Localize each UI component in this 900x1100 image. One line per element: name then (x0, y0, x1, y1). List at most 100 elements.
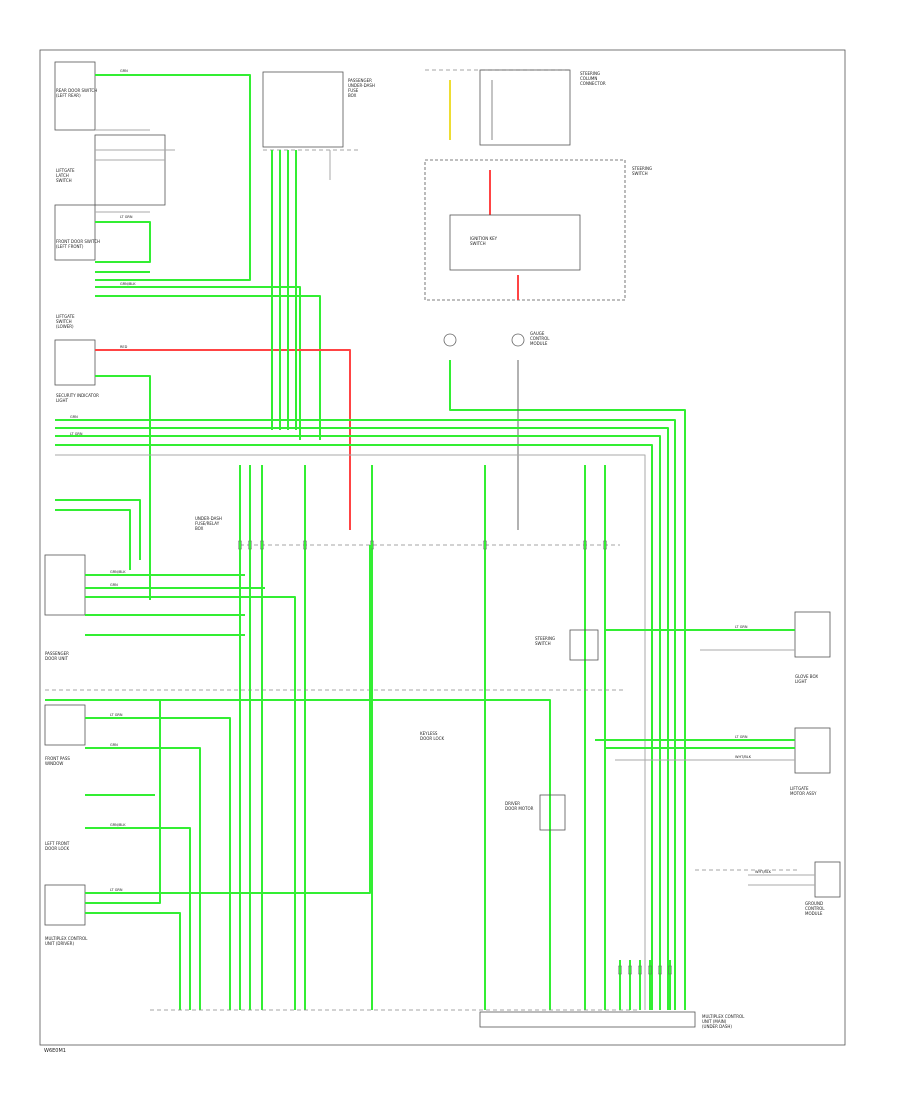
wire-color-label: GRN (120, 69, 128, 73)
junction-pin-1 (248, 540, 252, 550)
component-label-line: MOTOR ASSY (790, 791, 817, 796)
component-label-line: DOOR UNIT (45, 656, 69, 661)
bottom-pin-1 (628, 965, 632, 975)
bottom-pin-0 (618, 965, 622, 975)
component-label-line: GAUGE (530, 331, 545, 336)
component-label-line: UNIT (MAIN) (702, 1019, 727, 1024)
component-label-line: MULTIPLEX CONTROL (45, 936, 88, 941)
component-label-line: STEERING (535, 636, 555, 641)
wire-color-label: RED (120, 345, 128, 349)
component-label-line: DOOR MOTOR (505, 806, 534, 811)
passenger-door-unit-box (44, 554, 86, 616)
component-label-line: WINDOW (45, 761, 63, 766)
wire-color-label: GRN (110, 743, 118, 747)
component-label-line: COLUMN (580, 76, 597, 81)
wire-fd-4 (95, 295, 321, 440)
component-label-rear-door-switch-lr: REAR DOOR SWITCH(LEFT REAR) (56, 88, 97, 98)
component-label-line: LEFT FRONT (45, 841, 70, 846)
component-label-line: GROUND (805, 901, 823, 906)
bottom-pin-5 (668, 965, 672, 975)
wire-front-door-sw (95, 221, 151, 263)
front-pass-window-box (44, 704, 86, 746)
component-label-line: LIFTGATE (790, 786, 809, 791)
component-label-line: FUSE/RELAY (195, 521, 220, 526)
component-label-line: MODULE (805, 911, 823, 916)
component-label-line: BOX (195, 526, 204, 531)
component-label-line: MULTIPLEX CONTROL (702, 1014, 745, 1019)
wire-left-5 (55, 499, 141, 560)
component-label-line: PASSENGER (348, 78, 372, 83)
ignition-switch-box (449, 214, 581, 271)
component-label-line: FRONT PASS (45, 756, 70, 761)
component-label-line: LIFTGATE (56, 314, 75, 319)
wire-bus-grey (55, 454, 646, 1010)
component-label-line: (LEFT FRONT) (56, 244, 84, 249)
wire-mcu-1 (85, 545, 371, 894)
component-label-line: DOOR LOCK (45, 846, 69, 851)
junction-pin-2 (260, 540, 264, 550)
wire-color-label: WHT/BLK (735, 755, 752, 759)
wire-color-label: WHT/BLK (755, 870, 772, 874)
junction-pin-0 (238, 540, 242, 550)
component-label-line: DOOR LOCK (420, 736, 444, 741)
wire-mcu-2 (85, 700, 161, 904)
wire-color-label: LT GRN (110, 888, 123, 892)
component-label-line: FRONT DOOR SWITCH (56, 239, 100, 244)
wire-pdu-3 (85, 596, 296, 1010)
component-label-line: LATCH (56, 173, 69, 178)
wire-indicator-2 (95, 375, 151, 600)
component-label-line: (UNDER DASH) (702, 1024, 732, 1029)
component-label-line: CONTROL (805, 906, 825, 911)
bottom-pin-3 (648, 965, 652, 975)
component-label-line: LIFTGATE (56, 168, 75, 173)
component-label-line: SWITCH (535, 641, 551, 646)
component-label-line: BOX (348, 93, 357, 98)
component-label-line: SWITCH (56, 319, 72, 324)
wire-red-indicator (95, 349, 351, 530)
ground-module-box (814, 861, 841, 898)
component-label-line: STEERING (580, 71, 600, 76)
wire-color-label: LT GRN (110, 713, 123, 717)
component-label-line: SWITCH (632, 171, 648, 176)
wire-color-label: GRN/BLK (110, 823, 126, 827)
footer-code: W6E0M1 (44, 1048, 66, 1054)
bottom-pin-2 (638, 965, 642, 975)
junction-pin-6 (583, 540, 587, 550)
wire-fpw-2 (85, 747, 201, 1010)
glove-box-light-box (794, 611, 831, 658)
wire-lfdl-2 (85, 827, 191, 1010)
wire-color-label: LT GRN (735, 625, 748, 629)
wire-mcu-3 (85, 912, 181, 1010)
wire-steering-trunk (449, 360, 686, 1010)
wire-bus-3 (55, 435, 661, 1010)
component-label-line: PASSENGER (45, 651, 69, 656)
ground-symbol-1 (443, 333, 457, 347)
component-label-line: LIGHT (56, 398, 69, 403)
liftgate-motor-box (794, 727, 831, 774)
steering-switch-box (424, 159, 626, 301)
component-label-line: FUSE (348, 88, 359, 93)
component-label-line: GLOVE BOX (795, 674, 818, 679)
component-label-line: STEERING (632, 166, 652, 171)
component-label-line: IGNITION KEY (470, 236, 498, 241)
component-label-line: UNDER-DASH (195, 516, 222, 521)
component-label-line: DRIVER (505, 801, 520, 806)
security-indicator-box (54, 339, 96, 386)
